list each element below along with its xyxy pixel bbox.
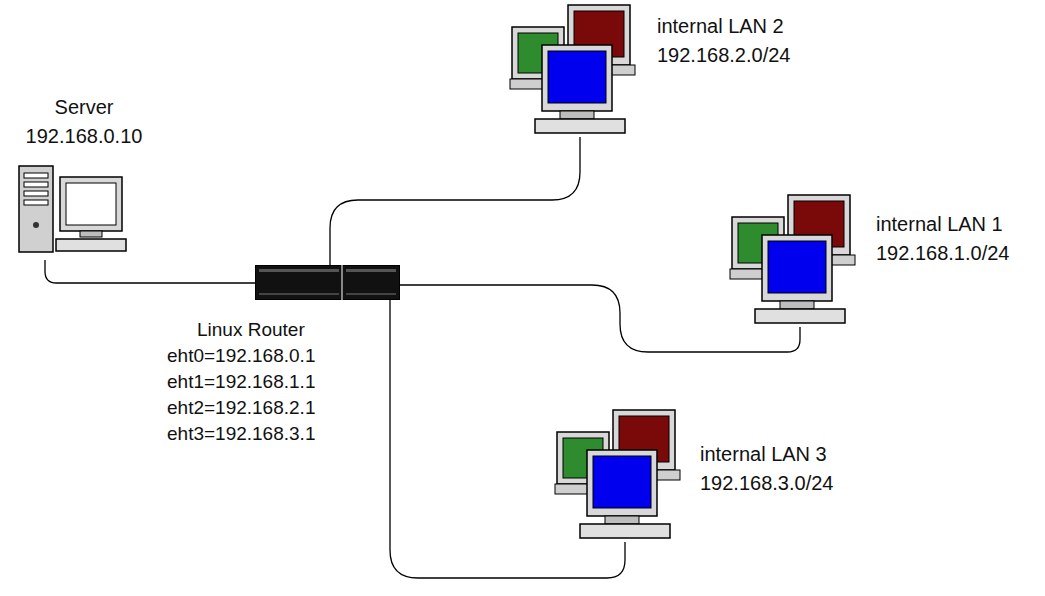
lan-group: internal LAN 1192.168.1.0/24 — [730, 195, 865, 327]
server: Server192.168.0.10 — [18, 165, 128, 260]
ip-label: eht1=192.168.1.1 — [167, 369, 315, 395]
node-title: internal LAN 2 — [657, 12, 790, 41]
lan-group: internal LAN 3192.168.3.0/24 — [555, 410, 690, 542]
cable-line — [390, 300, 625, 578]
label-group: Linux Routereht0=192.168.0.1eht1=192.168… — [167, 317, 315, 447]
label-group: internal LAN 3192.168.3.0/24 — [700, 440, 833, 498]
ip-label: eht3=192.168.3.1 — [167, 421, 315, 447]
cable-line — [45, 260, 255, 283]
network-cable — [45, 260, 255, 283]
router: Linux Routereht0=192.168.0.1eht1=192.168… — [255, 265, 400, 300]
label-group: Server192.168.0.10 — [4, 93, 164, 151]
lan-group: internal LAN 2192.168.2.0/24 — [510, 5, 645, 137]
cable-line — [400, 285, 800, 352]
ip-label: 192.168.3.0/24 — [700, 469, 833, 498]
network-cable — [400, 285, 800, 352]
label-group: internal LAN 1192.168.1.0/24 — [876, 210, 1009, 268]
server-icon — [18, 165, 128, 260]
node-title: internal LAN 3 — [700, 440, 833, 469]
network-cable — [330, 137, 580, 265]
cable-line — [330, 137, 580, 265]
node-title: internal LAN 1 — [876, 210, 1009, 239]
lan-computers-icon — [510, 5, 645, 137]
lan-computers-icon — [730, 195, 865, 327]
network-cable — [390, 300, 625, 578]
node-title: Server — [4, 93, 164, 122]
ip-label: 192.168.0.10 — [4, 122, 164, 151]
ip-label: 192.168.1.0/24 — [876, 239, 1009, 268]
ip-label: eht2=192.168.2.1 — [167, 395, 315, 421]
ip-label: 192.168.2.0/24 — [657, 41, 790, 70]
node-title: Linux Router — [167, 317, 315, 343]
label-group: internal LAN 2192.168.2.0/24 — [657, 12, 790, 70]
lan-computers-icon — [555, 410, 690, 542]
ip-label: eht0=192.168.0.1 — [167, 343, 315, 369]
router-icon — [255, 265, 400, 300]
